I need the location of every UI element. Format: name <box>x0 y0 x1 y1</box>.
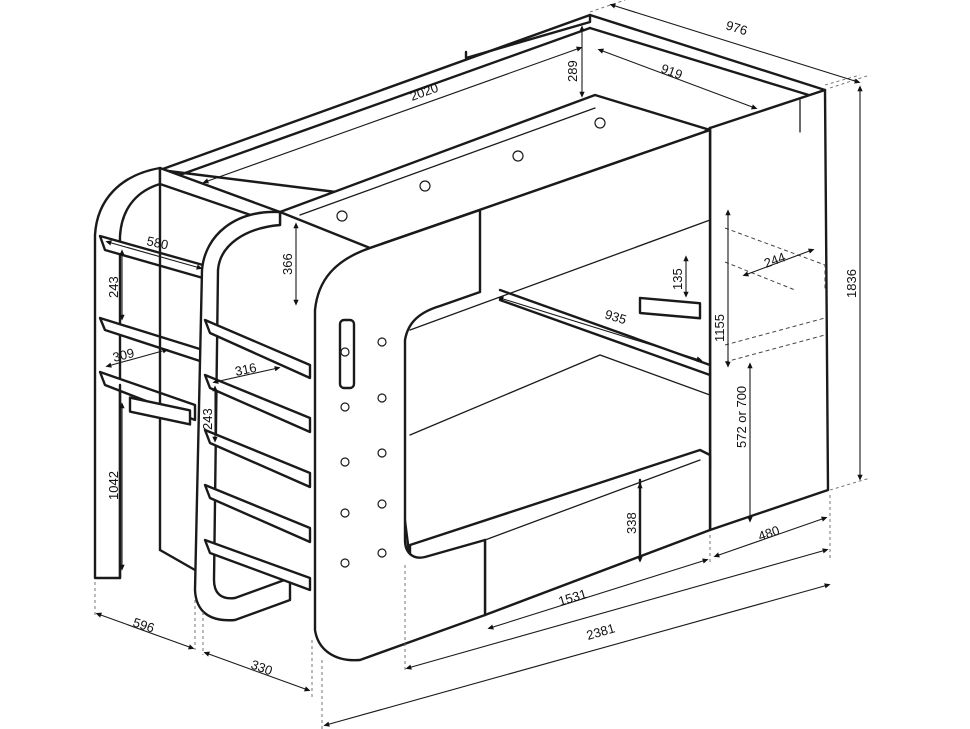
dim-1836: 1836 <box>844 269 859 298</box>
wardrobe <box>698 88 830 532</box>
dim-244: 244 <box>762 249 788 271</box>
dim-330: 330 <box>249 657 275 679</box>
dim-2381: 2381 <box>585 620 617 642</box>
dim-289: 289 <box>565 60 580 82</box>
dim-935: 935 <box>603 307 628 328</box>
dim-366: 366 <box>280 253 295 275</box>
dim-596: 596 <box>131 615 156 636</box>
dim-480: 480 <box>756 523 781 544</box>
dim-580: 580 <box>145 233 169 252</box>
dim-919: 919 <box>659 61 685 83</box>
dim-338: 338 <box>624 512 639 534</box>
dim-572-or-700: 572 or 700 <box>734 386 749 448</box>
dimension-lines <box>95 3 863 727</box>
dim-1042: 1042 <box>106 471 121 500</box>
dim-1531: 1531 <box>556 586 588 609</box>
bolt-holes <box>340 337 387 568</box>
dim-976: 976 <box>724 18 749 39</box>
dim-309: 309 <box>111 345 136 365</box>
dim-135: 135 <box>670 268 685 290</box>
dim-1155: 1155 <box>712 314 727 342</box>
dim-243-left: 243 <box>106 276 121 298</box>
dim-316: 316 <box>234 360 258 379</box>
dim-243-stair: 243 <box>200 408 215 430</box>
